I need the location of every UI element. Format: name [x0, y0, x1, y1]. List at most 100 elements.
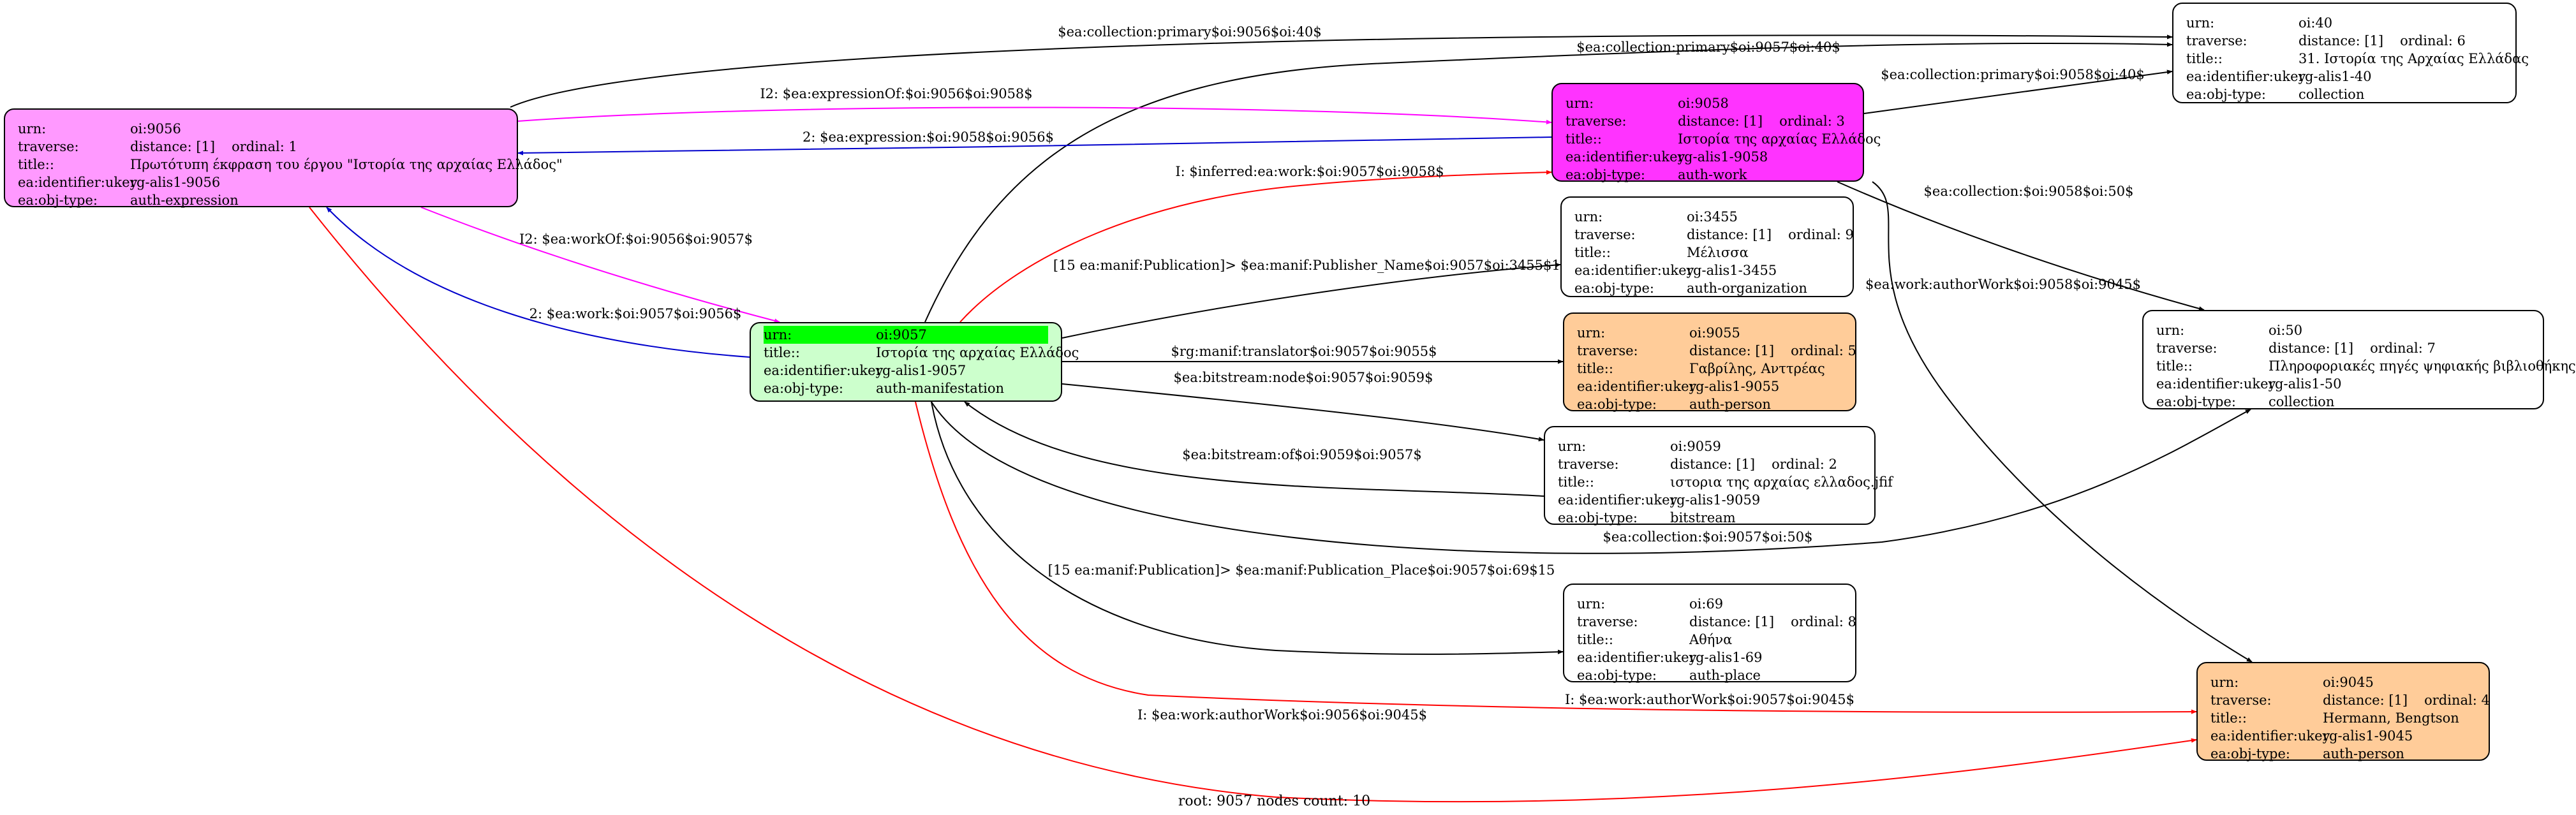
edge-9057-to-69 [931, 401, 1564, 655]
node-field: ea:obj-type:collection [2156, 393, 2530, 411]
field-value: rg-alis1-50 [2269, 375, 2530, 393]
field-value: auth-manifestation [876, 379, 1048, 397]
node-field: traverse:distance: [1]ordinal: 8 [1577, 613, 1856, 631]
node-field: traverse:distance: [1]ordinal: 7 [2156, 339, 2530, 357]
field-value: collection [2298, 85, 2503, 103]
field-key: title:: [2210, 710, 2247, 726]
node-field: urn:oi:40 [2186, 14, 2503, 32]
node-field: urn:oi:9059 [1558, 437, 1862, 455]
field-key: ea:identifier:ukey [2210, 728, 2330, 744]
field-key: urn: [764, 327, 792, 342]
node-field: traverse:distance: [1]ordinal: 3 [1566, 112, 1850, 130]
node-field: ea:obj-type: bitstream [1558, 509, 1862, 527]
field-value-text: Hermann, Bengtson [2323, 710, 2459, 726]
node-field: title::Ιστορία της αρχαίας Ελλάδος [764, 344, 1079, 362]
field-key: ea:identifier:ukey [2156, 376, 2276, 392]
field-value-text: rg-alis1-9055 [1689, 379, 1780, 394]
field-value: Ιστορία της αρχαίας Ελλάδος [876, 344, 1079, 362]
field-value: oi:50 [2269, 321, 2530, 339]
field-value: distance: [1]ordinal: 1 [130, 138, 504, 156]
field-value-text: Ιστορία της αρχαίας Ελλάδος [1678, 131, 1881, 147]
field-key: ea:identifier:ukey [2186, 69, 2306, 84]
field-key: traverse: [1558, 457, 1619, 472]
field-value-text: collection [2269, 394, 2335, 409]
field-ordinal: ordinal: 8 [1791, 614, 1856, 629]
field-key: urn: [1574, 209, 1603, 224]
field-value: bitstream [1670, 509, 1862, 527]
node-field: ea:obj-type:auth-person [1577, 395, 1842, 413]
field-value: oi:9045 [2323, 673, 2476, 691]
field-ordinal: ordinal: 7 [2370, 341, 2436, 356]
field-key: ea:identifier:ukey [1577, 650, 1697, 665]
field-value: auth-expression [130, 191, 504, 209]
field-value-text: rg-alis1-50 [2269, 376, 2342, 392]
field-value-text: auth-organization [1687, 281, 1807, 296]
field-value: oi:40 [2298, 14, 2503, 32]
field-value: auth-place [1689, 666, 1842, 684]
node-field: traverse:distance: [1]ordinal: 2 [1558, 455, 1862, 473]
field-key: traverse: [1574, 227, 1636, 242]
node-field: ea:obj-type: auth-person [2210, 745, 2476, 763]
edge-9057-to-9058-inferred [959, 170, 1552, 323]
field-ordinal: ordinal: 6 [2400, 33, 2466, 48]
field-value: Πληροφοριακές πηγές ψηφιακής βιβλιοθήκης [2269, 357, 2576, 375]
field-key: traverse: [1566, 114, 1627, 129]
edge-label: $ea:work:authorWork$oi:9058$oi:9045$ [1865, 277, 2141, 292]
field-value: oi:9059 [1670, 437, 1862, 455]
field-value: auth-work [1678, 166, 1850, 184]
field-key: ea:obj-type: [1558, 510, 1638, 525]
field-value: oi:69 [1689, 595, 1842, 613]
field-value: rg-alis1-9055 [1689, 378, 1842, 395]
field-key: ea:identifier:ukey [1577, 379, 1697, 394]
field-value: ιστορια της αρχαίας ελλαδος.jfif [1670, 473, 1893, 491]
field-value: Ιστορία της αρχαίας Ελλάδος [1678, 130, 1881, 148]
field-key: urn: [18, 121, 47, 136]
edge-label: $ea:collection:primary$oi:9058$oi:40$ [1881, 67, 2144, 82]
field-key: title:: [1558, 474, 1594, 490]
field-key: ea:obj-type: [1577, 668, 1657, 683]
field-ordinal: ordinal: 1 [232, 139, 297, 154]
field-key: ea:obj-type: [18, 193, 98, 208]
field-value-text: oi:40 [2298, 15, 2333, 31]
node-field: title::Γαβρίλης, Ανττρέας [1577, 360, 1842, 378]
field-value-text: distance: [1] [1689, 343, 1775, 358]
edge-label: $ea:collection:primary$oi:9056$oi:40$ [1058, 24, 1321, 40]
edge-label: 2: $ea:expression:$oi:9058$oi:9056$ [803, 129, 1054, 145]
field-key: title:: [1577, 632, 1613, 647]
field-value-text: 31. Ιστορία της Αρχαίας Ελλάδας [2298, 51, 2529, 66]
edge-label: $ea:bitstream:of$oi:9059$oi:9057$ [1182, 447, 1421, 462]
field-key: ea:obj-type: [2210, 746, 2290, 761]
node-field: traverse:distance: [1]ordinal: 9 [1574, 226, 1854, 244]
node-field: ea:obj-type: auth-expression [18, 191, 504, 209]
field-value: oi:9058 [1678, 94, 1850, 112]
field-value-text: auth-work [1678, 167, 1747, 182]
field-value: rg-alis1-9058 [1678, 148, 1850, 166]
field-key: ea:obj-type: [1577, 397, 1657, 412]
field-value-text: rg-alis1-9059 [1670, 492, 1761, 508]
field-value: rg-alis1-69 [1689, 649, 1842, 666]
field-value-text: distance: [1] [2269, 341, 2354, 356]
node-field: title::Αθήνα [1577, 631, 1842, 649]
field-key: traverse: [18, 139, 79, 154]
field-value: auth-person [2323, 745, 2476, 763]
node-field: traverse:distance: [1]ordinal: 6 [2186, 32, 2503, 50]
field-key: title:: [1574, 245, 1611, 260]
field-value-text: auth-manifestation [876, 381, 1005, 396]
